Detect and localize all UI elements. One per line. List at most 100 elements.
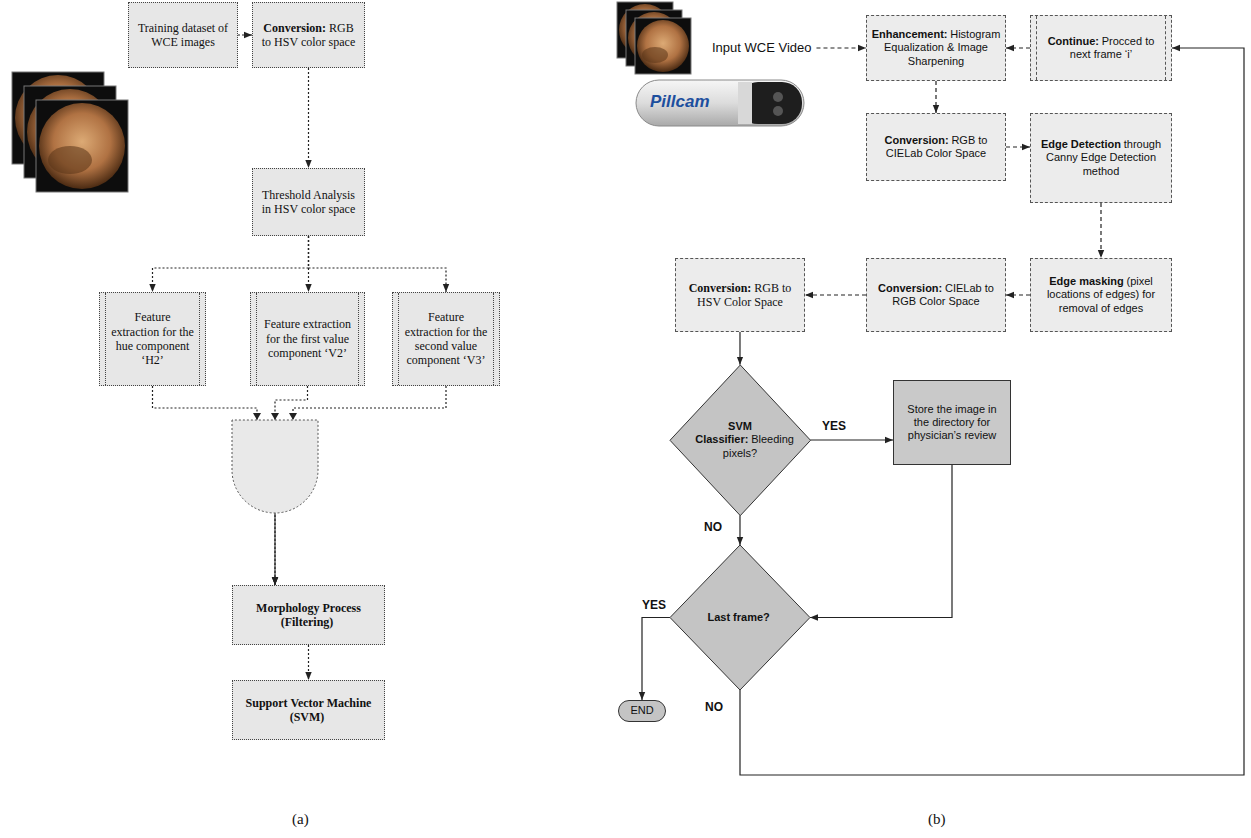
connector — [308, 68, 309, 168]
process-box: Morphology Process (Filtering) — [232, 585, 385, 645]
node-label: Feature extraction for the hue component… — [111, 310, 194, 367]
process-box: Continue:Procced to next frame ‘i’ — [1030, 15, 1172, 81]
node-text: Support Vector Machine (SVM) — [241, 696, 376, 725]
diamond-shape — [670, 365, 811, 516]
process-box: Edge Detectionthrough Canny Edge Detecti… — [1030, 113, 1172, 203]
brand-logo: Pillcam — [650, 92, 710, 112]
node-text: Feature extraction for the hue component… — [111, 310, 194, 368]
process-box: Training dataset of WCE images — [128, 2, 238, 68]
wce-frame — [635, 18, 691, 74]
node-heading: Morphology Process (Filtering) — [256, 601, 361, 629]
node-text: Conversion:CIELab to RGB Color Space — [875, 282, 997, 308]
side-bar — [398, 293, 399, 385]
process-box: Conversion:CIELab to RGB Color Space — [866, 258, 1006, 332]
input-label: Input WCE Video — [712, 40, 811, 56]
gate-input-arrow — [271, 413, 279, 420]
connector — [309, 236, 447, 292]
decision-diamond: Last frame? — [670, 545, 810, 690]
side-bar — [199, 293, 200, 385]
side-bar — [1165, 16, 1166, 80]
node-heading: Edge Detection — [1041, 138, 1121, 150]
side-bar — [493, 293, 494, 385]
process-box: Conversion:RGB to HSV color space — [252, 2, 365, 68]
side-bar — [256, 293, 257, 385]
node-text: Conversion:RGB to HSV Color Space — [684, 281, 796, 310]
and-gate-body — [232, 420, 318, 513]
process-box: Feature extraction for the second value … — [392, 292, 500, 386]
node-text: Feature extraction for the first value c… — [262, 317, 353, 360]
connector — [740, 48, 1244, 775]
connector — [1006, 294, 1030, 295]
node-heading: Support Vector Machine (SVM) — [246, 696, 372, 724]
node-text: Edge Detectionthrough Canny Edge Detecti… — [1039, 138, 1163, 178]
node-text: Store the image in the directory for phy… — [902, 403, 1002, 443]
node-label: Feature extraction for the second value … — [405, 310, 488, 367]
gate-input-arrow — [289, 413, 297, 420]
process-box: Store the image in the directory for phy… — [893, 380, 1011, 465]
node-label: Store the image in the directory for phy… — [907, 403, 996, 441]
node-text: Morphology Process (Filtering) — [241, 601, 376, 630]
capsule-camera — [636, 80, 804, 126]
diamond-shape — [670, 545, 810, 690]
node-heading: Conversion: — [689, 281, 752, 295]
connector — [642, 618, 670, 701]
process-box: Conversion:RGB to HSV Color Space — [675, 258, 805, 332]
connector — [1100, 203, 1101, 258]
process-box: Support Vector Machine (SVM) — [232, 680, 385, 740]
node-text: Training dataset of WCE images — [137, 21, 229, 50]
connector — [805, 294, 866, 295]
wce-view — [637, 20, 689, 72]
node-heading: Enhancement: — [872, 28, 948, 40]
edge-label: NO — [702, 520, 724, 534]
node-label: Threshold Analysis in HSV color space — [262, 188, 355, 216]
decision-diamond: SVM Classifier:Bleeding pixels? — [670, 365, 811, 516]
node-text: Threshold Analysis in HSV color space — [261, 188, 356, 217]
node-text: END — [630, 704, 653, 717]
node-heading: Conversion: — [878, 282, 942, 294]
node-label: END — [630, 704, 653, 716]
node-heading: Last frame? — [707, 611, 769, 623]
capsule-lens-end — [738, 82, 802, 124]
node-label: Feature extraction for the first value c… — [264, 317, 351, 360]
connector — [1006, 47, 1030, 48]
node-text: Enhancement:Histogram Equalization & Ima… — [872, 28, 1001, 68]
connector — [935, 81, 936, 113]
connector — [238, 34, 252, 35]
side-bar — [358, 293, 359, 385]
panel-caption: (a) — [292, 810, 309, 828]
node-heading: Conversion: — [884, 134, 948, 146]
edge-label: YES — [640, 598, 668, 612]
wce-frame — [36, 100, 128, 192]
connector — [810, 465, 952, 618]
node-text: Feature extraction for the second value … — [404, 310, 488, 368]
capsule-led — [773, 92, 783, 102]
capsule-band — [738, 82, 752, 124]
terminator: END — [618, 700, 666, 722]
node-text: Continue:Procced to next frame ‘i’ — [1042, 35, 1160, 61]
node-heading: Conversion: — [263, 21, 326, 35]
capsule-led — [773, 106, 783, 116]
input-arrow — [816, 47, 866, 48]
wce-view — [39, 103, 125, 189]
node-heading: Edge masking — [1049, 275, 1124, 287]
connector — [810, 439, 893, 440]
node-text: Conversion:RGB to HSV color space — [261, 21, 356, 50]
panel-caption: (b) — [928, 810, 946, 828]
process-box: Enhancement:Histogram Equalization & Ima… — [866, 15, 1006, 81]
node-label: Training dataset of WCE images — [138, 21, 228, 49]
connector — [153, 236, 309, 292]
side-bar — [105, 293, 106, 385]
edge-label: YES — [820, 419, 848, 433]
capsule-body — [636, 80, 804, 126]
node-text: Edge masking(pixel locations of edges) f… — [1039, 275, 1163, 315]
edge-label: NO — [703, 700, 725, 714]
node-heading: Continue: — [1048, 35, 1099, 47]
node-text: SVM Classifier:Bleeding pixels? — [695, 420, 785, 460]
process-box: Conversion:RGB to CIELab Color Space — [866, 113, 1006, 181]
process-box: Threshold Analysis in HSV color space — [252, 168, 365, 236]
node-text: Conversion:RGB to CIELab Color Space — [875, 134, 997, 160]
connector — [739, 332, 740, 365]
side-bar — [1036, 16, 1037, 80]
